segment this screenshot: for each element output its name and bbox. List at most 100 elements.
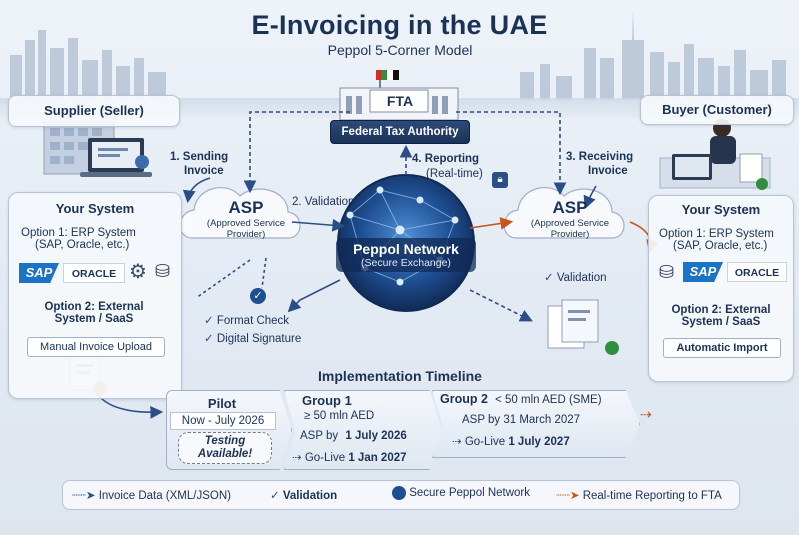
group1-title: Group 1: [302, 393, 352, 408]
group1-golive: ⇢ Go-Live 1 Jan 2027: [292, 450, 407, 464]
step-sending-line1: 1. Sending: [170, 151, 229, 163]
pilot-note: Testing Available!: [178, 432, 272, 464]
step-reporting: 4. Reporting (Real-time): [412, 152, 483, 182]
sap-logo: SAP: [683, 262, 723, 282]
lock-icon: 🔒︎: [492, 172, 508, 188]
page-title: E-Invoicing in the UAE: [251, 10, 548, 40]
invoice-documents-illustration: [547, 299, 619, 355]
step-sending: 1. Sending Invoice: [170, 150, 228, 178]
supplier-title: Supplier (Seller): [44, 103, 144, 118]
timeline-title: Implementation Timeline: [318, 368, 482, 384]
group1-asp: ASP by 1 July 2026: [300, 430, 407, 442]
asp-right-title: ASP: [552, 198, 588, 217]
fta-banner: Federal Tax Authority: [330, 120, 470, 144]
digital-signature-label: Digital Signature: [216, 333, 302, 345]
group1-golive-date: 1 Jan 2027: [348, 452, 407, 464]
supplier-office-illustration: [43, 121, 152, 177]
oracle-logo: ORACLE: [727, 262, 787, 282]
supplier-header-panel: Supplier (Seller): [8, 95, 180, 127]
step-receiving-line2: Invoice: [588, 165, 628, 177]
flow-arrows: [95, 111, 659, 419]
buyer-option1-line1: Option 1: ERP System: [659, 228, 774, 240]
buyer-option1: Option 1: ERP System (SAP, Oracle, etc.): [659, 228, 791, 252]
legend-validation-label: Validation: [282, 490, 338, 502]
step-reporting-line2: (Real-time): [426, 168, 483, 180]
step-reporting-line1: 4. Reporting: [412, 153, 480, 165]
automatic-import-button[interactable]: Automatic Import: [663, 338, 781, 358]
group2-golive-date: 1 July 2027: [508, 436, 570, 448]
buyer-option2: Option 2: External System / SaaS: [655, 304, 787, 328]
asp-left-desc-2: Provider): [226, 229, 266, 240]
validation-right-label: ✓ Validation: [544, 270, 607, 284]
supplier-option2-line1: Option 2: External: [44, 301, 144, 313]
pilot-note-line1: Testing: [204, 435, 246, 447]
page-subtitle: Peppol 5-Corner Model: [327, 42, 473, 58]
legend-network-label: Secure Peppol Network: [409, 487, 531, 499]
validation-checks: ✓ Format Check ✓ Digital Signature: [204, 312, 301, 348]
group1-asp-date: 1 July 2026: [345, 430, 407, 442]
gear-icon: ⚙: [129, 261, 147, 283]
manual-upload-button[interactable]: Manual Invoice Upload: [27, 337, 165, 357]
step-sending-line2: Invoice: [184, 165, 224, 177]
format-check-label: Format Check: [216, 315, 290, 327]
supplier-system-panel: Your System Option 1: ERP System (SAP, O…: [8, 192, 182, 399]
step-receiving: 3. Receiving Invoice: [566, 150, 633, 178]
check-badge-icon: ✓: [250, 288, 266, 304]
group2-asp: ASP by 31 March 2027: [462, 414, 581, 426]
group2-title: Group 2: [440, 392, 488, 406]
supplier-option1: Option 1: ERP System (SAP, Oracle, etc.): [21, 227, 171, 251]
group1-asp-prefix: ASP by: [300, 430, 339, 442]
legend-network: Secure Peppol Network: [392, 486, 530, 500]
fta-label: FTA: [386, 93, 414, 109]
check-icon: ✓: [204, 315, 214, 327]
orange-arrow-icon: ┈┈➤: [556, 490, 580, 502]
buyer-header-panel: Buyer (Customer): [640, 95, 794, 125]
buyer-option2-line1: Option 2: External: [671, 304, 771, 316]
legend-reporting: ┈┈➤ Real-time Reporting to FTA: [556, 488, 722, 502]
group2-golive: ⇢ Go-Live 1 July 2027: [452, 434, 570, 448]
supplier-option2: Option 2: External System / SaaS: [19, 301, 169, 325]
legend-validation: ✓ Validation: [270, 488, 337, 502]
supplier-option1-line1: Option 1: ERP System: [21, 227, 136, 239]
group2-threshold: < 50 mln AED (SME): [495, 394, 602, 406]
asp-right-desc-1: (Approved Service: [530, 218, 610, 229]
arrow-icon: ⇢: [452, 436, 462, 448]
buyer-option1-line2: (SAP, Oracle, etc.): [673, 240, 768, 252]
check-icon: ✓: [270, 490, 280, 502]
timeline-continue-arrow-icon: ⇢: [640, 406, 652, 422]
group2-golive-prefix: Go-Live: [464, 436, 506, 448]
buyer-person-illustration: [659, 119, 771, 190]
legend-invoice-data-label: Invoice Data (XML/JSON): [98, 490, 231, 502]
legend-invoice-data: ┈┈➤ Invoice Data (XML/JSON): [72, 488, 231, 502]
network-title: Peppol Network: [353, 241, 459, 257]
pilot-note-line2: Available!: [197, 448, 253, 460]
network-subtitle: (Secure Exchange): [361, 257, 451, 269]
timeline-group2: [432, 390, 640, 458]
timeline-group1: [284, 390, 442, 470]
pilot-title: Pilot: [207, 396, 237, 411]
supplier-option1-line2: (SAP, Oracle, etc.): [35, 239, 130, 251]
buyer-system-panel: Your System Option 1: ERP System (SAP, O…: [648, 195, 794, 382]
skyline-left: [10, 30, 166, 100]
asp-cloud-left: [179, 187, 301, 239]
group1-golive-prefix: Go-Live: [304, 452, 346, 464]
asp-left: ASP (Approved Service Provider): [196, 198, 296, 240]
globe-icon: [392, 486, 406, 500]
buyer-option2-line2: System / SaaS: [681, 316, 761, 328]
sap-logo: SAP: [19, 263, 59, 283]
step-validation: 2. Validation: [292, 196, 355, 208]
check-icon: ✓: [204, 333, 214, 345]
check-icon: ✓: [544, 272, 554, 284]
asp-left-desc-1: (Approved Service: [206, 218, 286, 229]
validation-right-text: Validation: [556, 272, 607, 284]
peppol-network-label: Peppol Network (Secure Exchange): [336, 238, 476, 272]
asp-left-title: ASP: [228, 198, 264, 217]
database-icon: ⛁: [155, 261, 171, 281]
supplier-system-title: Your System: [55, 201, 135, 216]
buyer-title: Buyer (Customer): [662, 102, 772, 117]
fta-building: [339, 70, 459, 121]
group1-threshold: ≥ 50 mln AED: [304, 410, 375, 422]
arrow-icon: ⇢: [292, 452, 302, 464]
legend-reporting-label: Real-time Reporting to FTA: [582, 490, 722, 502]
database-icon: ⛁: [659, 262, 675, 282]
